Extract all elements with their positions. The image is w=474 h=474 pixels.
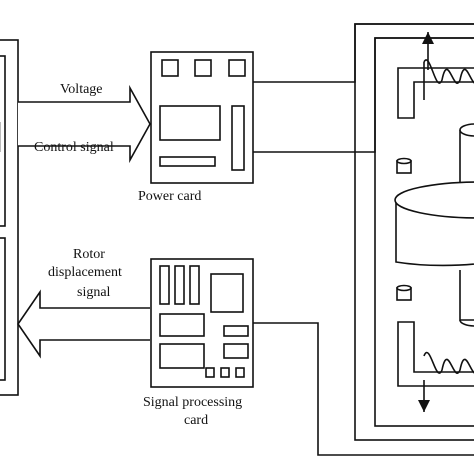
top-coil-arrow: [422, 32, 434, 70]
signal-processing-card: [150, 258, 254, 388]
bottom-coil-arrow: [418, 380, 430, 412]
controller-block: [0, 39, 19, 396]
arrow-to-controller: [17, 289, 150, 359]
rotor-label-line1: Rotor: [73, 247, 105, 262]
power-card-label: Power card: [138, 189, 201, 204]
sensor-wire: [253, 322, 474, 456]
power-wires: [253, 23, 474, 153]
lower-sensor: [396, 284, 412, 301]
spc-label-line1: Signal processing: [143, 395, 242, 410]
control-signal-label: Control signal: [34, 140, 114, 155]
rotor-label-line2: displacement: [48, 265, 122, 280]
power-card: [150, 51, 254, 184]
rotor: [394, 123, 474, 327]
bottom-electromagnet: [397, 321, 474, 387]
upper-sensor: [396, 157, 412, 174]
voltage-label: Voltage: [60, 82, 103, 97]
spc-label-line2: card: [184, 413, 208, 428]
arrow-to-power-card: [18, 84, 151, 164]
rotor-label-line3: signal: [77, 285, 111, 300]
top-electromagnet: [397, 59, 474, 119]
